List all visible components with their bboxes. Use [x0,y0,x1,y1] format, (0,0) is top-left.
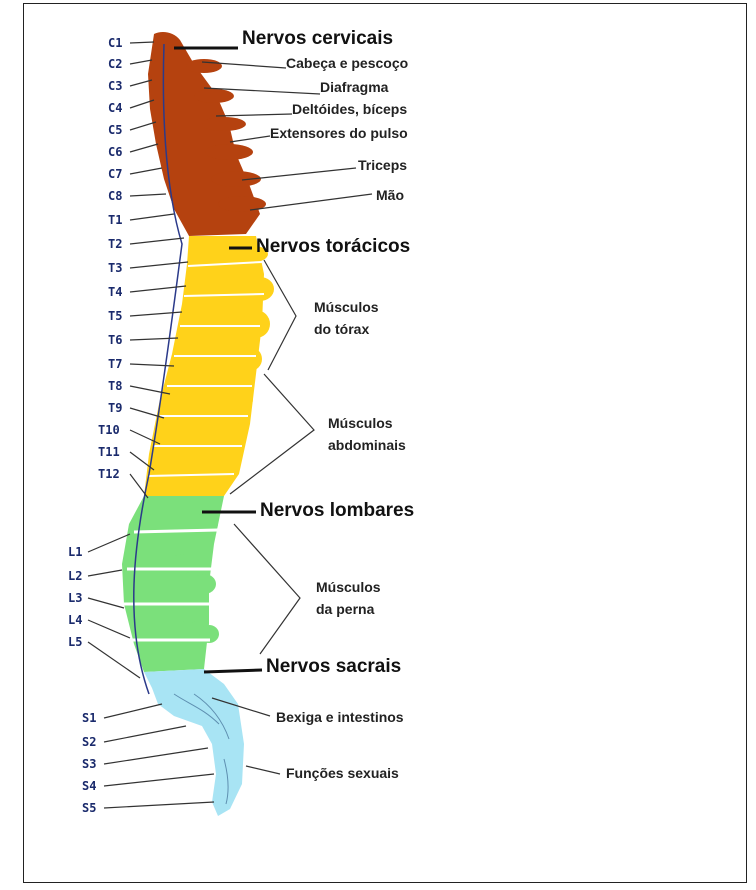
label-t6: T6 [108,333,122,347]
label-deltoids-biceps: Deltóides, bíceps [292,101,407,117]
label-t3: T3 [108,261,122,275]
label-abdominal-muscles-2: abdominais [328,437,406,453]
label-leg-muscles-1: Músculos [316,579,381,595]
label-triceps: Triceps [358,157,407,173]
sacral-segment [144,669,244,816]
label-wrist-extensors: Extensores do pulso [270,125,408,141]
label-l5: L5 [68,635,82,649]
label-sexual-functions: Funções sexuais [286,765,399,781]
label-t12: T12 [98,467,120,481]
label-head-neck: Cabeça e pescoço [286,55,408,71]
diagram-frame: C1 C2 C3 C4 C5 C6 C7 C8 T1 T2 T3 T4 T5 T… [23,3,747,883]
label-s3: S3 [82,757,96,771]
label-t8: T8 [108,379,122,393]
label-c3: C3 [108,79,122,93]
label-hand: Mão [376,187,404,203]
label-l3: L3 [68,591,82,605]
label-leg-muscles-2: da perna [316,601,375,617]
label-t7: T7 [108,357,122,371]
label-t11: T11 [98,445,120,459]
label-s4: S4 [82,779,96,793]
label-l2: L2 [68,569,82,583]
label-c5: C5 [108,123,122,137]
label-l1: L1 [68,545,82,559]
label-bladder-bowel: Bexiga e intestinos [276,709,404,725]
label-cervical-nerves: Nervos cervicais [242,28,393,49]
label-t9: T9 [108,401,122,415]
label-t4: T4 [108,285,122,299]
label-t1: T1 [108,213,122,227]
label-c8: C8 [108,189,122,203]
label-c7: C7 [108,167,122,181]
label-diaphragm: Diafragma [320,79,389,95]
label-chest-muscles-2: do tórax [314,321,369,337]
label-abdominal-muscles-1: Músculos [328,415,393,431]
label-t10: T10 [98,423,120,437]
label-lumbar-nerves: Nervos lombares [260,500,414,521]
label-s1: S1 [82,711,96,725]
spinal-nerves-diagram: C1 C2 C3 C4 C5 C6 C7 C8 T1 T2 T3 T4 T5 T… [24,4,748,884]
label-c6: C6 [108,145,122,159]
label-l4: L4 [68,613,82,627]
label-t5: T5 [108,309,122,323]
label-thoracic-nerves: Nervos torácicos [256,236,410,257]
label-c1: C1 [108,36,122,50]
label-chest-muscles-1: Músculos [314,299,379,315]
label-t2: T2 [108,237,122,251]
spine-column [122,32,274,816]
label-sacral-nerves: Nervos sacrais [266,656,401,677]
label-c2: C2 [108,57,122,71]
label-s2: S2 [82,735,96,749]
label-s5: S5 [82,801,96,815]
label-c4: C4 [108,101,122,115]
